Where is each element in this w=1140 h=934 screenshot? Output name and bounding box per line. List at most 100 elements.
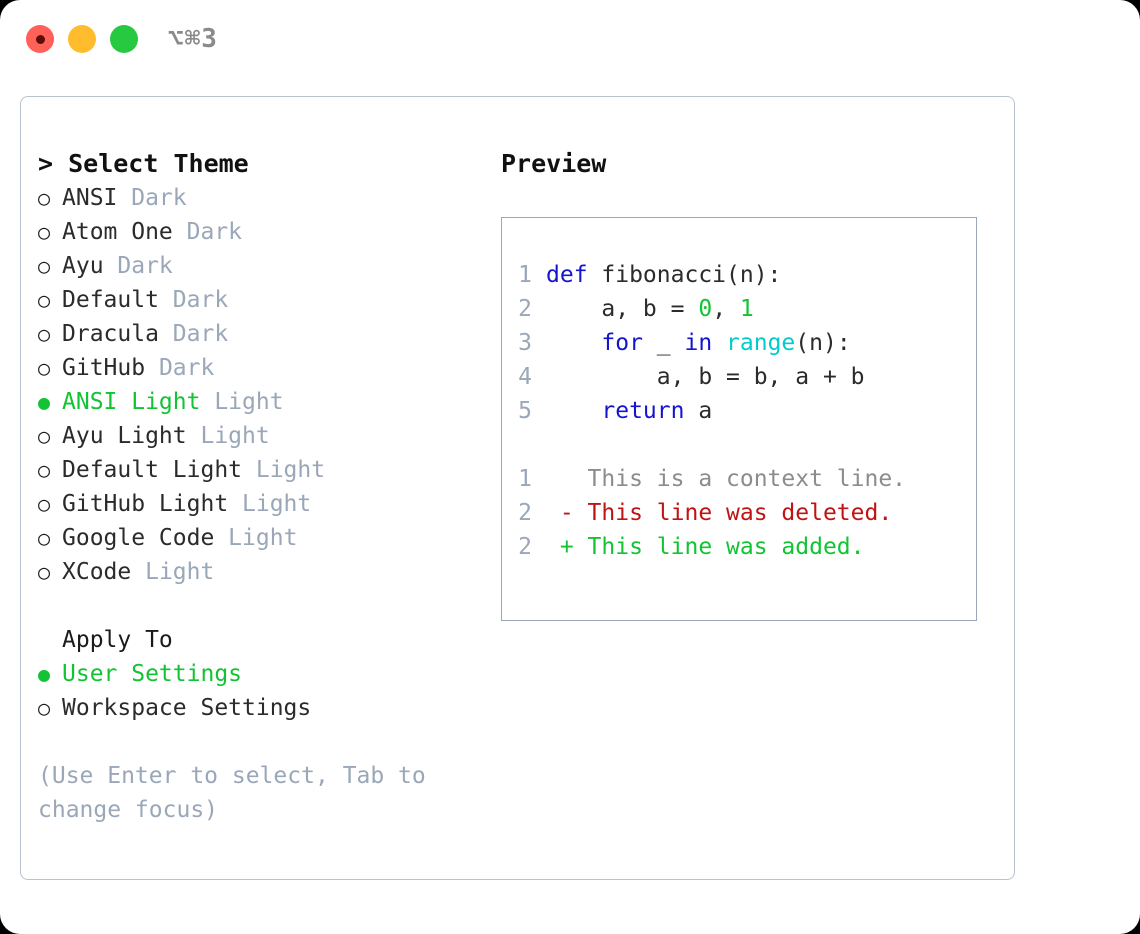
radio-unselected-icon[interactable]: ○ — [38, 560, 51, 584]
radio-unselected-icon[interactable]: ○ — [38, 288, 51, 312]
code-token-num: 0 — [698, 296, 713, 322]
theme-option-variant: Dark — [103, 253, 173, 279]
theme-option-variant: Light — [186, 423, 270, 449]
code-token-fn: range — [726, 330, 796, 356]
theme-option-label: ANSI — [62, 185, 118, 211]
apply-to-list[interactable]: ●User Settings ○ Workspace Settings — [38, 657, 488, 725]
code-token-plain: a, b = — [546, 296, 699, 322]
theme-option-label: ANSI Light — [62, 389, 201, 415]
title-bar: ⌥⌘3 — [0, 0, 1140, 78]
code-line-number: 5 — [518, 398, 532, 424]
theme-option-label: GitHub — [62, 355, 146, 381]
code-token-kw: in — [684, 330, 713, 356]
radio-selected-icon[interactable]: ● — [38, 662, 51, 686]
theme-option-label: Default Light — [62, 457, 243, 483]
theme-option-variant: Dark — [158, 287, 229, 313]
code-line-number: 4 — [518, 364, 532, 390]
theme-option-atom-one[interactable]: ○Atom One Dark — [38, 215, 488, 249]
radio-selected-icon[interactable]: ● — [38, 390, 51, 414]
theme-list[interactable]: ○ANSI Dark○Atom One Dark○Ayu Dark○Defaul… — [38, 181, 488, 589]
code-token-plain: (n): — [795, 330, 851, 356]
radio-unselected-icon[interactable]: ○ — [38, 424, 51, 448]
code-token-plain — [546, 330, 601, 356]
radio-unselected-icon[interactable]: ○ — [38, 254, 51, 278]
apply-to-option-user-settings[interactable]: ●User Settings — [38, 657, 488, 691]
theme-option-variant: Dark — [158, 321, 229, 347]
diff-line-deleted: 2 - This line was deleted. — [502, 496, 976, 530]
radio-unselected-icon[interactable]: ○ — [38, 220, 51, 244]
theme-option-label: Atom One — [62, 219, 173, 245]
code-line: 2 a, b = 0, 1 — [502, 292, 976, 326]
apply-to-heading: Apply To — [62, 627, 173, 653]
theme-option-dracula[interactable]: ○ Dracula Dark — [38, 317, 488, 351]
theme-option-label: XCode — [62, 559, 132, 585]
theme-option-github-light[interactable]: ○ GitHub Light Light — [38, 487, 488, 521]
keyboard-hint-text: (Use Enter to select, Tab to change focu… — [38, 763, 426, 823]
code-line: 3 for _ in range(n): — [502, 326, 976, 360]
code-line-number: 2 — [518, 296, 532, 322]
radio-unselected-icon[interactable]: ○ — [38, 186, 51, 210]
diff-line-added: 2 + This line was added. — [502, 530, 976, 564]
theme-option-label: Ayu — [62, 253, 104, 279]
diff-line-text: - This line was deleted. — [546, 500, 893, 526]
maximize-button[interactable] — [110, 25, 138, 53]
theme-option-label: Ayu Light — [62, 423, 187, 449]
code-line-number: 1 — [518, 262, 532, 288]
theme-option-default[interactable]: ○Default Dark — [38, 283, 488, 317]
code-token-plain: a — [684, 398, 713, 424]
diff-line-text: This is a context line. — [546, 466, 907, 492]
code-line-text: a, b = 0, 1 — [546, 292, 753, 326]
code-line-text: for _ in range(n): — [546, 326, 851, 360]
code-line-text: return a — [546, 394, 712, 428]
code-token-plain: a, b = b, a + b — [546, 364, 865, 390]
radio-unselected-icon[interactable]: ○ — [38, 526, 51, 550]
diff-line-text: + This line was added. — [546, 534, 865, 560]
radio-unselected-icon[interactable]: ○ — [38, 322, 51, 346]
theme-option-ayu[interactable]: ○ Ayu Dark — [38, 249, 488, 283]
theme-option-variant: Dark — [145, 355, 215, 381]
theme-option-variant: Light — [131, 559, 215, 585]
code-token-kw: def — [546, 262, 588, 288]
radio-unselected-icon[interactable]: ○ — [38, 492, 51, 516]
theme-option-ansi-light[interactable]: ● ANSI Light Light — [38, 385, 488, 419]
diff-line-context: 1 This is a context line. — [502, 462, 976, 496]
theme-option-ayu-light[interactable]: ○ Ayu Light Light — [38, 419, 488, 453]
window-controls — [26, 25, 138, 53]
select-theme-heading: > Select Theme — [38, 149, 249, 178]
preview-heading: Preview — [501, 149, 607, 178]
theme-picker-panel: > Select Theme ○ANSI Dark○Atom One Dark○… — [20, 96, 1015, 880]
theme-option-variant: Light — [228, 491, 312, 517]
code-token-plain — [712, 330, 726, 356]
code-token-kw: for — [601, 330, 643, 356]
list-spacer — [38, 589, 488, 623]
theme-option-default-light[interactable]: ○ Default Light Light — [38, 453, 488, 487]
theme-option-label: GitHub Light — [62, 491, 229, 517]
code-line: 5 return a — [502, 394, 976, 428]
theme-option-ansi[interactable]: ○ANSI Dark — [38, 181, 488, 215]
close-button[interactable] — [26, 25, 54, 53]
theme-option-variant: Light — [200, 389, 284, 415]
theme-option-variant: Light — [242, 457, 326, 483]
code-token-plain: fibonacci(n): — [587, 262, 782, 288]
radio-unselected-icon[interactable]: ○ — [38, 696, 51, 720]
radio-unselected-icon[interactable]: ○ — [38, 458, 51, 482]
diff-line-number: 2 — [518, 534, 532, 560]
theme-option-github[interactable]: ○ GitHub Dark — [38, 351, 488, 385]
diff-line-number: 1 — [518, 466, 532, 492]
theme-option-google-code[interactable]: ○Google Code Light — [38, 521, 488, 555]
keyboard-shortcut-label: ⌥⌘3 — [168, 24, 218, 54]
theme-option-variant: Light — [214, 525, 298, 551]
left-column: > Select Theme ○ANSI Dark○Atom One Dark○… — [38, 147, 488, 827]
theme-option-label: Dracula — [62, 321, 159, 347]
radio-unselected-icon[interactable]: ○ — [38, 356, 51, 380]
minimize-button[interactable] — [68, 25, 96, 53]
code-token-plain: , — [712, 296, 740, 322]
diff-line-number: 2 — [518, 500, 532, 526]
apply-to-option-workspace-settings[interactable]: ○ Workspace Settings — [38, 691, 488, 725]
code-line-text: def fibonacci(n): — [546, 258, 781, 292]
apply-to-option-label: Workspace Settings — [62, 695, 312, 721]
theme-option-xcode[interactable]: ○ XCode Light — [38, 555, 488, 589]
